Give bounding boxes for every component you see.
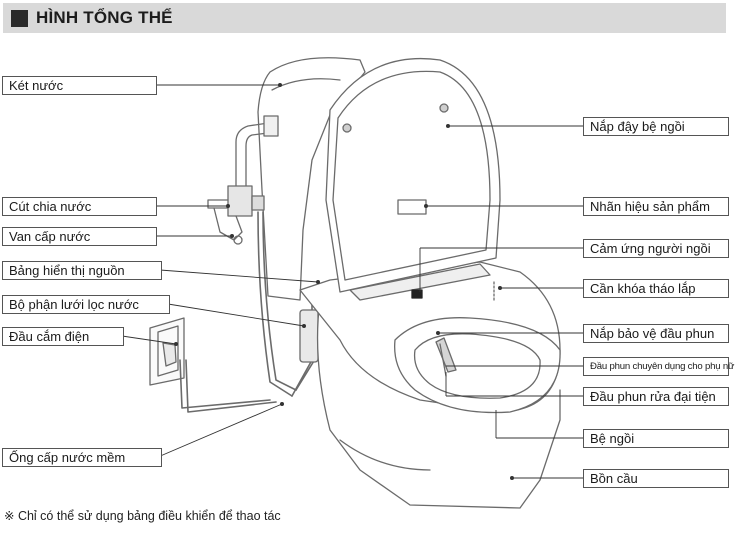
label-ket-nuoc: Két nước	[2, 76, 157, 95]
label-nap-bao-ve-dau-phun: Nắp bảo vệ đầu phun	[583, 324, 729, 343]
label-bang-hien-thi-nguon: Bảng hiển thị nguồn	[2, 261, 162, 280]
label-van-cap-nuoc: Van cấp nước	[2, 227, 157, 246]
label-nap-day-be-ngoi: Nắp đậy bệ ngồi	[583, 117, 729, 136]
label-bo-phan-luoi-loc-nuoc: Bộ phận lưới lọc nước	[2, 295, 170, 314]
label-cam-ung-nguoi-ngoi: Cảm ứng người ngồi	[583, 239, 729, 258]
label-dau-cam-dien: Đầu cắm điện	[2, 327, 124, 346]
footnote: ※ Chỉ có thể sử dụng bảng điều khiển để …	[4, 509, 281, 523]
label-can-khoa-thao-lap: Cần khóa tháo lắp	[583, 279, 729, 298]
label-nhan-hieu-san-pham: Nhãn hiệu sản phẩm	[583, 197, 729, 216]
label-dau-phun-rua-dai-tien: Đầu phun rửa đại tiện	[583, 387, 729, 406]
label-dau-phun-chuyen-dung-cho-phu-nu: Đầu phun chuyên dụng cho phụ nữ	[583, 357, 734, 376]
header-square-icon	[11, 10, 28, 27]
label-ong-cap-nuoc-mem: Ống cấp nước mềm	[2, 448, 162, 467]
section-header: HÌNH TỔNG THỂ	[3, 3, 726, 33]
label-bon-cau: Bồn cầu	[583, 469, 729, 488]
label-be-ngoi: Bệ ngồi	[583, 429, 729, 448]
label-cut-chia-nuoc: Cút chia nước	[2, 197, 157, 216]
page-title: HÌNH TỔNG THỂ	[36, 8, 173, 27]
